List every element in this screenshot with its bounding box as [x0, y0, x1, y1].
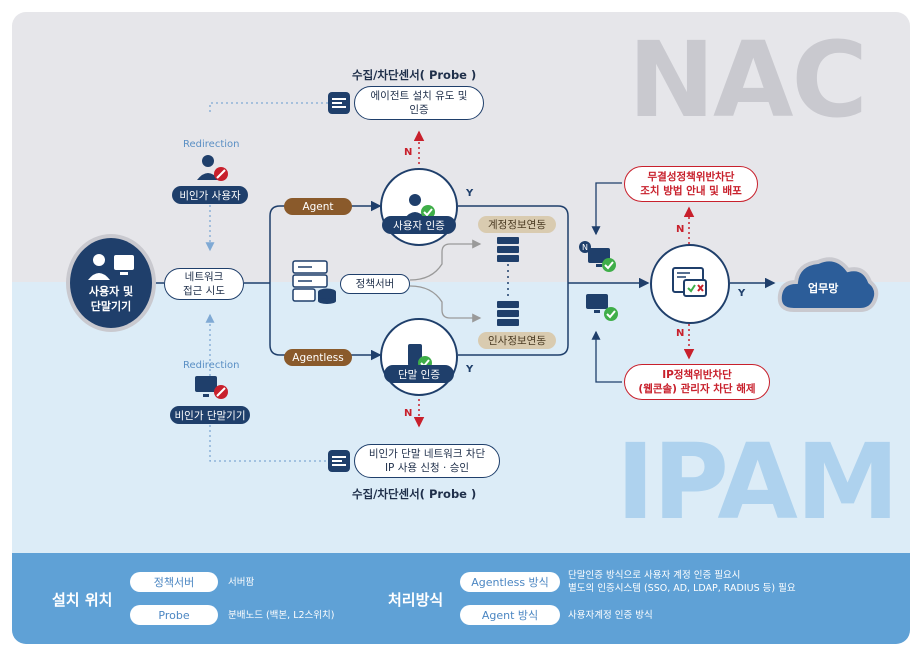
unauthorized-user-icon	[197, 155, 228, 181]
network-access-box: 네트워크 접근 시도	[164, 268, 244, 300]
business-network-label: 업무망	[808, 282, 839, 295]
policy-server-icon	[292, 260, 336, 304]
probe-top-icon	[328, 92, 350, 114]
probe-bottom-title: 수집/차단센서( Probe )	[352, 487, 477, 501]
y-label-bottom: Y	[466, 364, 474, 375]
redirection-bottom-label: Redirection	[183, 360, 240, 371]
user-device-label: 사용자 및 단말기기	[88, 284, 134, 313]
svg-text:N: N	[582, 243, 588, 252]
account-server-icon	[497, 237, 519, 262]
ipam-monitor-icon	[586, 294, 618, 321]
compliance-check-node	[650, 244, 730, 324]
footer-legend: 설치 위치 정책서버 서버팜 Probe 분배노드 (백본, L2스위치) 처리…	[12, 553, 910, 644]
unauthorized-device-icon	[195, 376, 228, 399]
processing-method-title: 처리방식	[388, 591, 444, 609]
personnel-server-icon	[497, 301, 519, 326]
user-auth-node	[380, 168, 458, 246]
y-label-right: Y	[738, 288, 746, 299]
install-item-probe: Probe	[130, 605, 218, 625]
unauthorized-user-badge: 비인가 사용자	[172, 186, 248, 204]
nac-monitor-icon: N	[579, 241, 616, 272]
probe-bottom-box: 비인가 단말 네트워크 차단 IP 사용 신청 · 승인	[354, 444, 500, 478]
process-item-agent-desc: 사용자계정 인증 방식	[568, 610, 653, 621]
integrity-violation-box: 무결성정책위반차단 조치 방법 안내 및 배포	[624, 166, 758, 202]
y-label-top: Y	[466, 188, 474, 199]
checklist-icon	[672, 267, 707, 297]
install-item-policy-server: 정책서버	[130, 572, 218, 592]
ipam-watermark: IPAM	[616, 421, 899, 543]
agent-tag: Agent	[284, 198, 352, 215]
user-auth-label: 사용자 인증	[382, 216, 456, 234]
probe-bottom-icon	[328, 450, 350, 472]
n-label-right-top: N	[676, 224, 685, 235]
process-item-agentless: Agentless 방식	[460, 572, 560, 592]
account-sync-badge: 계정정보연동	[478, 216, 556, 233]
device-auth-node	[380, 318, 458, 396]
business-network-cloud	[777, 257, 879, 312]
device-auth-label: 단말 인증	[384, 365, 454, 383]
install-location-title: 설치 위치	[52, 591, 113, 609]
process-item-agent: Agent 방식	[460, 605, 560, 625]
process-item-agentless-desc: 단말인증 방식으로 사용자 계정 인증 필요시 별도의 인증시스템 (SSO, …	[568, 570, 796, 594]
probe-top-title: 수집/차단센서( Probe )	[352, 68, 477, 82]
n-label-right-bottom: N	[676, 328, 685, 339]
probe-top-box: 에이전트 설치 유도 및 인증	[354, 86, 484, 120]
agentless-tag: Agentless	[284, 349, 352, 366]
policy-server-box: 정책서버	[340, 274, 410, 294]
user-check-icon	[404, 194, 435, 219]
n-label-bottom: N	[404, 408, 413, 419]
install-item-policy-server-desc: 서버팜	[228, 577, 255, 588]
nac-watermark: NAC	[628, 19, 868, 141]
n-label-top: N	[404, 147, 413, 158]
user-device-icon	[88, 253, 134, 280]
redirection-top-label: Redirection	[183, 139, 240, 150]
diagram-frame: NAC IPAM	[12, 12, 910, 644]
connector-lines	[154, 102, 776, 462]
unauthorized-device-badge: 비인가 단말기기	[170, 406, 250, 424]
ip-violation-box: IP정책위반차단 (웹콘솔) 관리자 차단 해제	[624, 364, 770, 400]
user-device-node: 사용자 및 단말기기	[66, 234, 156, 332]
personnel-sync-badge: 인사정보연동	[478, 332, 556, 349]
ipam-zone	[12, 282, 910, 564]
install-item-probe-desc: 분배노드 (백본, L2스위치)	[228, 610, 335, 621]
